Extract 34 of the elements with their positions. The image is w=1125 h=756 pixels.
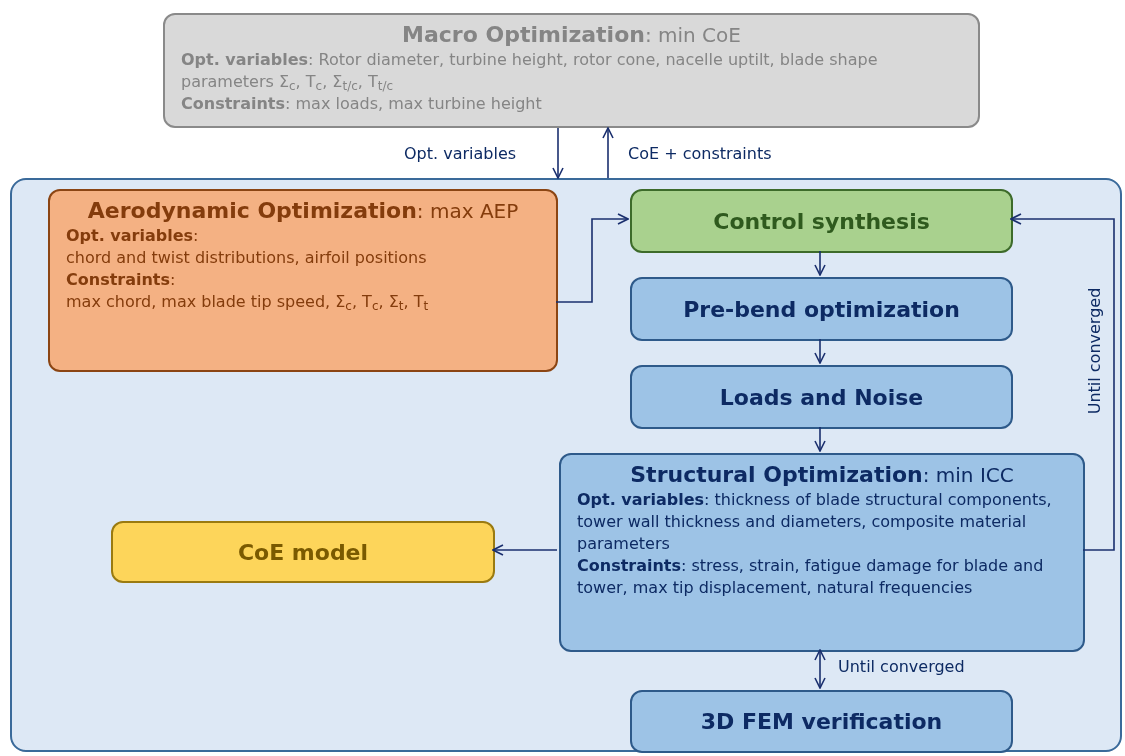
process-box	[630, 690, 1013, 753]
arrow	[602, 127, 614, 179]
process-box	[630, 365, 1013, 429]
box-heading: Pre-bend optimization	[683, 295, 960, 324]
arrow	[555, 213, 629, 303]
arrow	[814, 649, 826, 689]
box-text: Opt. variables: thickness of blade structural components, tower wall thickness and diameters, composite material parameters	[577, 488, 1053, 555]
group-panel	[10, 178, 1122, 752]
process-box	[48, 189, 558, 372]
process-box	[163, 13, 980, 128]
box-text: Opt. variables: Rotor diameter, turbine height, rotor cone, nacelle uptilt, blade shape parameters Σ$_{c}$, T$_{c}$, Σ$_{t/c}$, T$_{t/c}$	[181, 48, 879, 93]
box-text: Constraints: max loads, max turbine height	[181, 92, 543, 115]
box-heading: 3D FEM verification	[700, 708, 943, 736]
box-heading: CoE model	[237, 538, 369, 567]
arrow	[552, 127, 564, 179]
box-heading: Control synthesis	[713, 207, 930, 236]
box-text: chord and twist distributions, airfoil positions	[66, 246, 428, 269]
box-heading: Structural Optimization: min ICC	[629, 461, 1015, 489]
box-text: Opt. variables:	[66, 224, 200, 247]
arrow	[1010, 213, 1115, 551]
arrow	[814, 338, 826, 364]
box-text: Constraints: stress, strain, fatigue damage for blade and tower, max tip displacement, natural frequencies	[577, 554, 1045, 599]
process-box	[559, 453, 1085, 652]
box-text: Constraints:	[66, 268, 177, 291]
process-box	[630, 277, 1013, 341]
box-text: max chord, max blade tip speed, Σ$_{c}$, T$_{c}$, Σ$_{t}$, T$_{t}$	[66, 290, 430, 313]
process-box	[111, 521, 495, 583]
process-box	[630, 189, 1013, 253]
arrow	[492, 544, 558, 556]
arrow	[814, 250, 826, 276]
box-heading: Aerodynamic Optimization: max AEP	[86, 197, 520, 225]
arrow	[814, 426, 826, 452]
box-heading: Macro Optimization: min CoE	[401, 21, 742, 49]
box-heading: Loads and Noise	[719, 383, 924, 412]
